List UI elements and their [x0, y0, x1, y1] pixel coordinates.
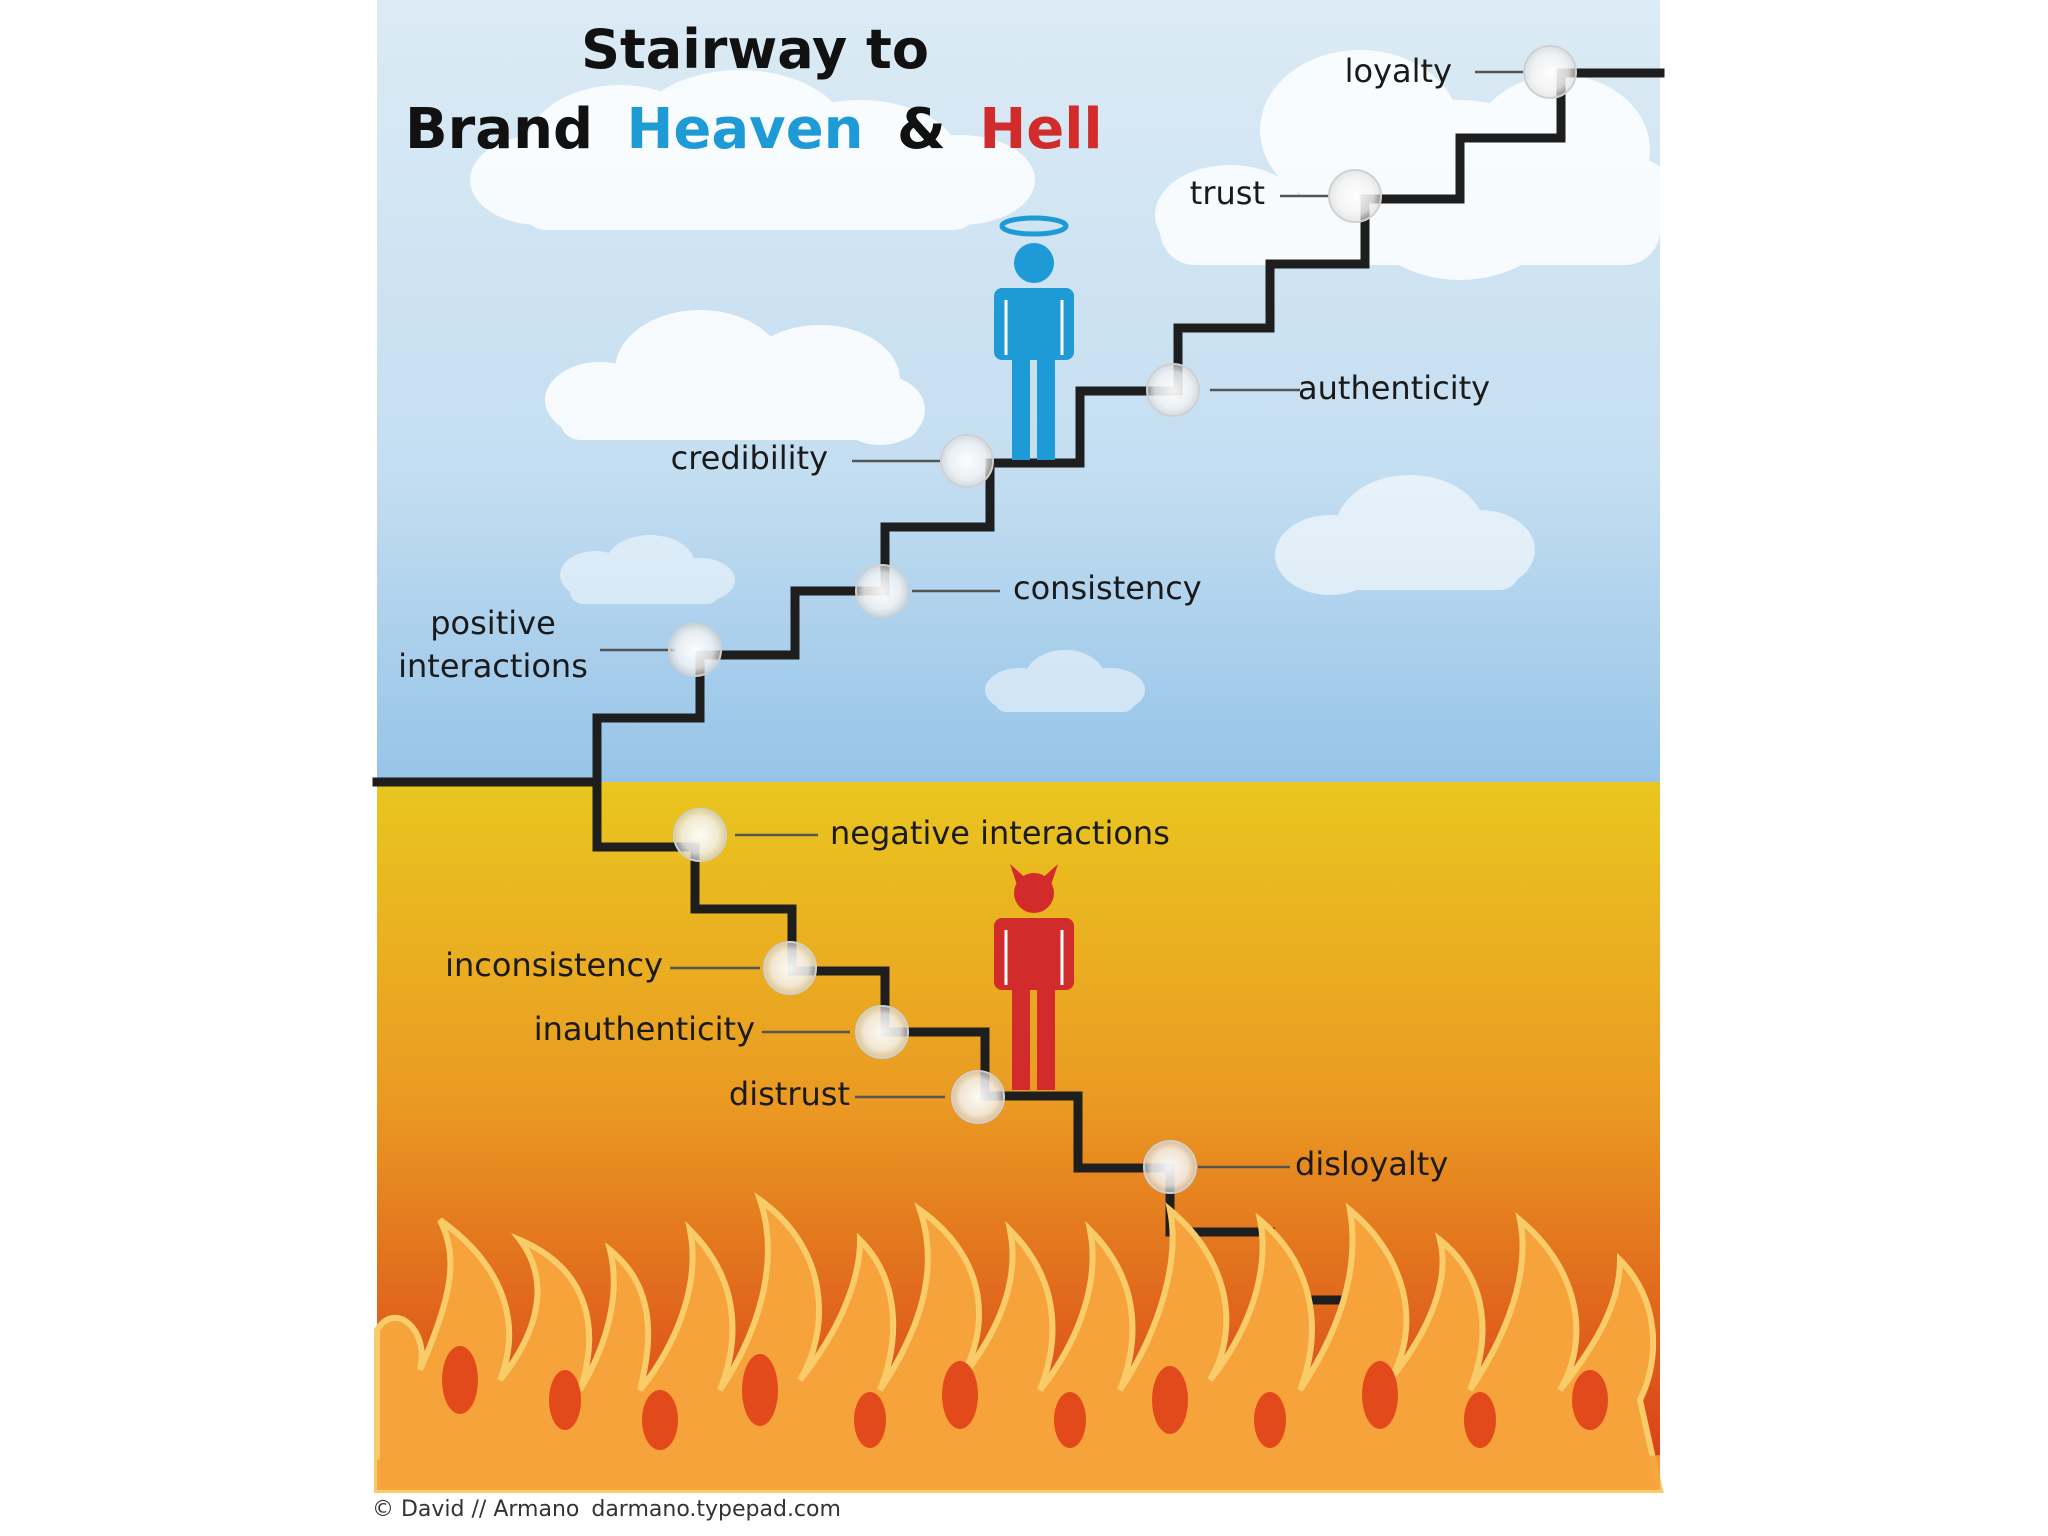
- title-line1: Stairway to: [581, 18, 929, 81]
- title-brand: Brand: [405, 97, 593, 162]
- title-amp: &: [897, 97, 946, 162]
- label-inauthenticity: inauthenticity: [534, 1010, 755, 1048]
- node-authenticity: [1147, 364, 1199, 416]
- node-consistency: [856, 565, 908, 617]
- label-negative: negative interactions: [830, 814, 1170, 852]
- node-inconsistency: [764, 942, 816, 994]
- title-heaven: Heaven: [627, 97, 864, 162]
- label-distrust: distrust: [729, 1075, 850, 1113]
- label-inconsistency: inconsistency: [445, 946, 663, 984]
- node-disloyalty: [1144, 1141, 1196, 1193]
- title-line2: Brand Heaven & Hell: [405, 97, 1103, 162]
- label-authenticity: authenticity: [1298, 369, 1490, 407]
- node-trust: [1329, 170, 1381, 222]
- credit-line: © David // Armano darmano.typepad.com: [372, 1497, 853, 1522]
- node-credibility: [941, 435, 993, 487]
- title-hell: Hell: [979, 97, 1102, 162]
- node-loyalty: [1524, 46, 1576, 98]
- label-trust: trust: [1190, 174, 1265, 212]
- credit-author: © David // Armano: [372, 1497, 579, 1522]
- label-positive-line2: interactions: [398, 647, 588, 685]
- credit-url: darmano.typepad.com: [591, 1497, 841, 1522]
- node-negative: [674, 809, 726, 861]
- label-positive-line1: positive: [430, 604, 556, 642]
- label-consistency: consistency: [1013, 569, 1202, 607]
- node-inauthenticity: [856, 1006, 908, 1058]
- label-loyalty: loyalty: [1345, 52, 1452, 90]
- label-disloyalty: disloyalty: [1295, 1145, 1448, 1183]
- node-distrust: [952, 1071, 1004, 1123]
- node-positive: [669, 624, 721, 676]
- label-credibility: credibility: [671, 439, 828, 477]
